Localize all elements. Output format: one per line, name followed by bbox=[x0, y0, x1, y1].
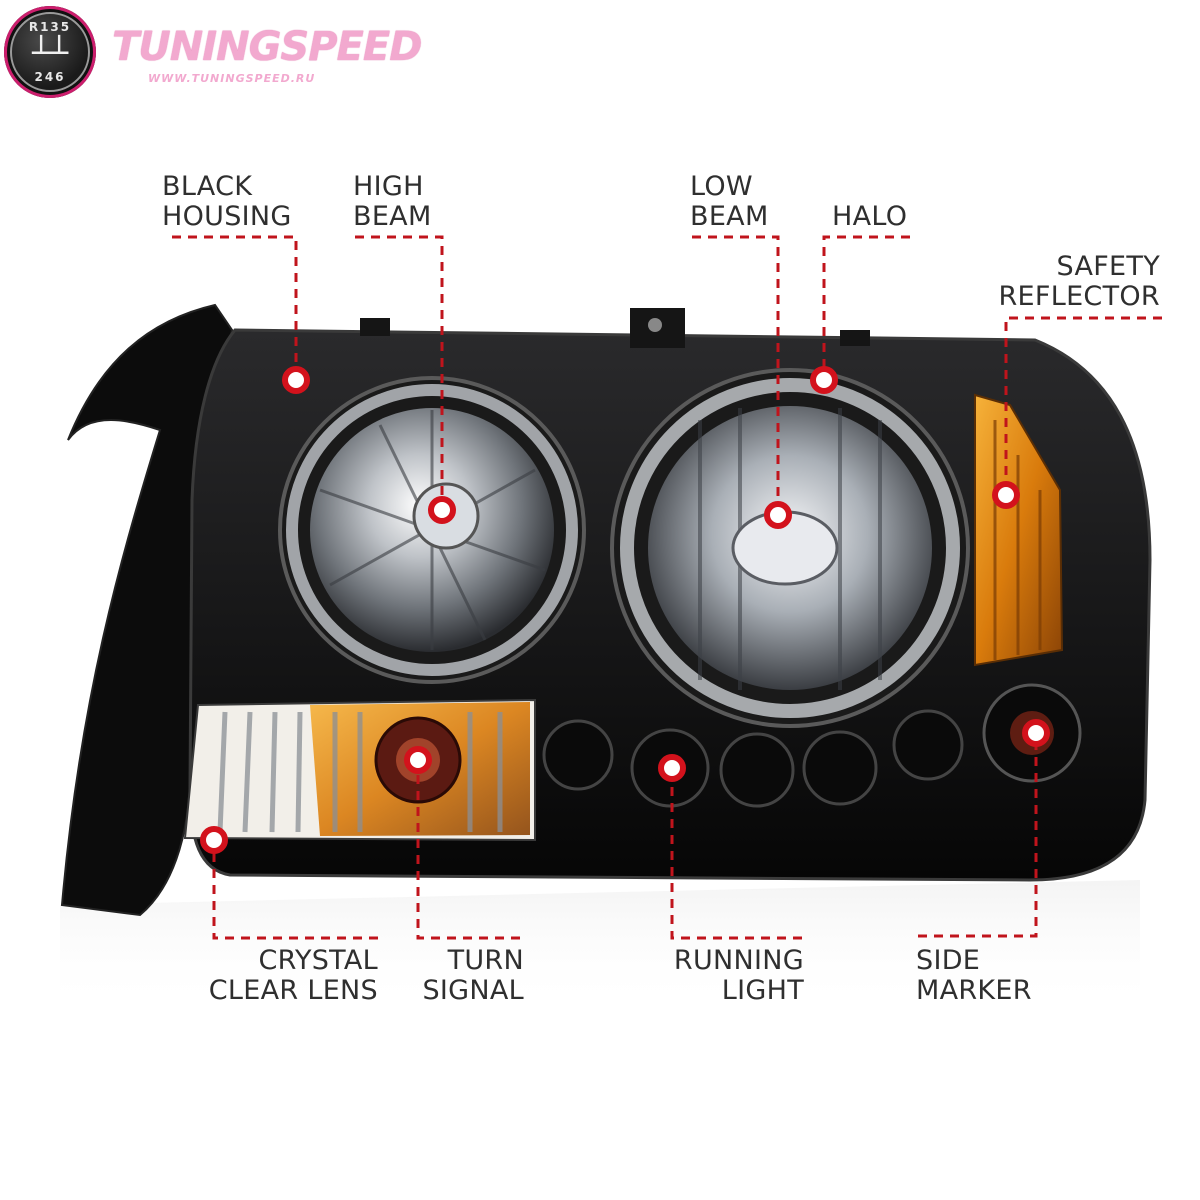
label-line: LIGHT bbox=[721, 975, 804, 1006]
label-line: TURN bbox=[447, 945, 524, 976]
label-line: RUNNING bbox=[673, 945, 804, 976]
marker-dot bbox=[404, 746, 432, 774]
label-side-marker: SIDE MARKER bbox=[916, 946, 1032, 1006]
label-black-housing: BLACK HOUSING bbox=[162, 172, 292, 232]
running-light-pods bbox=[542, 683, 1082, 808]
marker-dot bbox=[428, 496, 456, 524]
marker-dot bbox=[992, 481, 1020, 509]
label-running-light: RUNNING LIGHT bbox=[674, 946, 804, 1006]
high-beam-halo-ring bbox=[286, 384, 578, 676]
label-line: CLEAR LENS bbox=[208, 975, 378, 1006]
marker-dot bbox=[658, 754, 686, 782]
label-line: BLACK bbox=[162, 171, 253, 202]
mount-tab bbox=[360, 318, 390, 336]
label-line: SIDE bbox=[916, 945, 981, 976]
label-halo: HALO bbox=[832, 202, 907, 232]
label-low-beam: LOW BEAM bbox=[690, 172, 769, 232]
logo-badge-top: R135 bbox=[28, 20, 72, 34]
logo-badge: R135 ┴┴ 246 bbox=[4, 6, 96, 98]
label-line: CRYSTAL bbox=[258, 945, 378, 976]
label-line: LOW bbox=[690, 171, 753, 202]
logo-badge-bottom: 246 bbox=[34, 70, 66, 84]
marker-dots bbox=[200, 366, 1050, 854]
shift-pattern-icon: ┴┴ bbox=[31, 36, 69, 71]
label-line: HOUSING bbox=[162, 201, 292, 232]
label-high-beam: HIGH BEAM bbox=[353, 172, 432, 232]
gear-shift-icon bbox=[10, 12, 90, 92]
mount-tab bbox=[840, 330, 870, 346]
marker-dot bbox=[1022, 719, 1050, 747]
label-line: REFLECTOR bbox=[998, 281, 1160, 312]
marker-dot bbox=[282, 366, 310, 394]
label-safety-reflector: SAFETY REFLECTOR bbox=[998, 252, 1160, 312]
marker-dot bbox=[764, 501, 792, 529]
label-line: BEAM bbox=[690, 201, 769, 232]
logo-title: TUNINGSPEED bbox=[112, 24, 422, 70]
label-line: HIGH bbox=[353, 171, 424, 202]
label-line: HALO bbox=[832, 201, 908, 232]
label-line: MARKER bbox=[916, 975, 1032, 1006]
screw-icon bbox=[648, 318, 662, 332]
label-line: SIGNAL bbox=[422, 975, 524, 1006]
label-line: SAFETY bbox=[1056, 251, 1160, 282]
label-crystal-clear-lens: CRYSTAL CLEAR LENS bbox=[209, 946, 378, 1006]
lens-ribs bbox=[217, 711, 503, 833]
label-turn-signal: TURN SIGNAL bbox=[422, 946, 524, 1006]
marker-dot bbox=[810, 366, 838, 394]
low-beam-halo-ring bbox=[620, 378, 960, 718]
floor-reflection bbox=[60, 880, 1140, 1010]
marker-dot bbox=[200, 826, 228, 854]
label-line: BEAM bbox=[353, 201, 432, 232]
logo-url: WWW.TUNINGSPEED.RU bbox=[148, 72, 316, 85]
leader-lines bbox=[172, 235, 1162, 940]
